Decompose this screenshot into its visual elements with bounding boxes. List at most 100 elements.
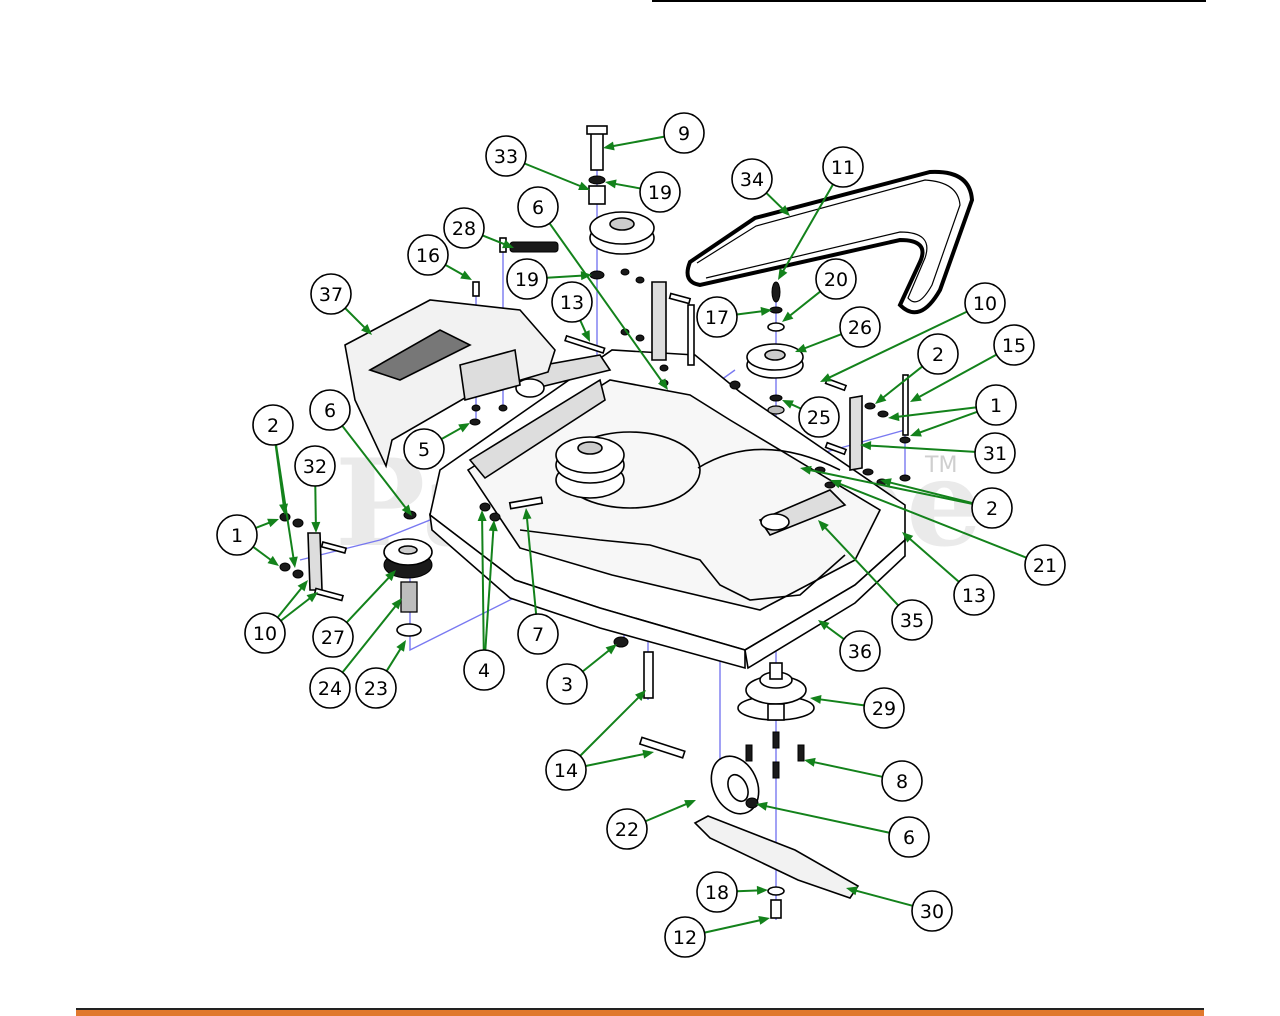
callout-circle: [639, 171, 681, 213]
leader-line: [822, 525, 900, 607]
leader-line: [811, 760, 883, 778]
leader-arrowhead: [267, 555, 279, 566]
callout-circle: [881, 760, 923, 802]
leader-arrowhead: [488, 520, 498, 532]
callout-label: 31: [983, 443, 1007, 465]
leader-line: [765, 192, 785, 212]
callout-3: 3: [546, 644, 617, 705]
leader-arrowhead: [818, 620, 830, 631]
leader-arrowhead: [311, 521, 321, 533]
callout-label: 16: [416, 245, 440, 267]
leader-line: [524, 162, 583, 188]
callout-label: 19: [648, 182, 672, 204]
callout-9: 9: [603, 112, 705, 154]
callout-32: 32: [294, 445, 336, 533]
leader-arrowhead: [880, 478, 892, 488]
callout-label: 26: [848, 317, 872, 339]
callout-circle: [1024, 544, 1066, 586]
callout-circle: [485, 135, 527, 177]
leader-arrowhead: [605, 644, 617, 655]
leader-arrowhead: [782, 311, 794, 322]
callout-circle: [606, 808, 648, 850]
callout-circle: [517, 613, 559, 655]
leader-arrowhead: [756, 885, 768, 895]
leader-line: [341, 425, 408, 511]
callout-label: 5: [418, 439, 430, 461]
callout-13: 13: [551, 281, 593, 342]
callout-circle: [975, 384, 1017, 426]
leader-line: [736, 310, 765, 316]
callout-label: 7: [532, 624, 544, 646]
callout-circle: [443, 207, 485, 249]
callout-circle: [696, 871, 738, 913]
leader-line: [802, 333, 842, 351]
callout-27: 27: [312, 570, 396, 658]
callout-4: 4: [463, 510, 505, 691]
leader-arrowhead: [800, 465, 812, 475]
leader-line: [280, 596, 313, 622]
callout-5: 5: [403, 423, 470, 470]
leader-line: [787, 290, 821, 318]
callout-6: 6: [517, 186, 668, 390]
callout-2: 2: [875, 333, 959, 404]
mower-deck: [428, 349, 906, 670]
callout-35: 35: [818, 520, 933, 641]
callout-37: 37: [310, 273, 372, 335]
callout-10: 10: [244, 580, 318, 654]
callout-24: 24: [309, 598, 402, 709]
callout-8: 8: [804, 757, 923, 802]
callout-23: 23: [355, 640, 406, 709]
leader-arrowhead: [603, 141, 615, 151]
callout-36: 36: [818, 620, 881, 672]
leader-arrowhead: [460, 270, 472, 280]
callout-20: 20: [782, 258, 857, 322]
callout-circle: [971, 487, 1013, 529]
leader-line: [385, 646, 403, 672]
callout-label: 1: [990, 395, 1002, 417]
callout-label: 6: [324, 400, 336, 422]
leader-line: [585, 752, 647, 767]
leader-line: [823, 623, 845, 640]
leader-arrowhead: [760, 306, 772, 316]
callout-circle: [731, 158, 773, 200]
leader-line: [826, 310, 968, 380]
callout-circle: [294, 445, 336, 487]
callout-circle: [863, 687, 905, 729]
callout-label: 10: [253, 623, 277, 645]
callout-label: 30: [920, 901, 944, 923]
callout-label: 24: [318, 678, 342, 700]
leader-arrowhead: [458, 423, 470, 433]
leader-line: [853, 889, 913, 907]
leader-arrowhead: [888, 412, 900, 422]
leader-line: [817, 698, 865, 707]
callout-19: 19: [605, 171, 681, 213]
callout-label: 18: [705, 882, 729, 904]
leader-arrowhead: [818, 520, 829, 532]
leader-line: [916, 353, 997, 400]
callout-label: 8: [896, 771, 908, 793]
callout-label: 32: [303, 456, 327, 478]
callout-19: 19: [506, 258, 592, 300]
callout-1: 1: [888, 384, 1017, 437]
callout-circle: [407, 234, 449, 276]
callout-label: 2: [932, 344, 944, 366]
leader-arrowhead: [860, 441, 872, 451]
leader-line: [345, 575, 392, 624]
leader-arrowhead: [778, 268, 788, 280]
leader-line: [546, 274, 585, 279]
leader-arrowhead: [391, 598, 402, 610]
leader-arrowhead: [385, 570, 396, 582]
leader-line: [880, 365, 923, 400]
bottom-bar: [76, 1008, 1204, 1016]
callout-label: 14: [554, 760, 578, 782]
callout-16: 16: [407, 234, 472, 280]
callout-2: 2: [800, 465, 1013, 529]
callout-circle: [822, 146, 864, 188]
callout-33: 33: [485, 135, 590, 191]
callout-21: 21: [830, 479, 1066, 586]
leader-arrowhead: [605, 179, 617, 189]
callout-circle: [953, 574, 995, 616]
leader-line: [276, 585, 304, 619]
leader-arrowhead: [297, 580, 308, 592]
